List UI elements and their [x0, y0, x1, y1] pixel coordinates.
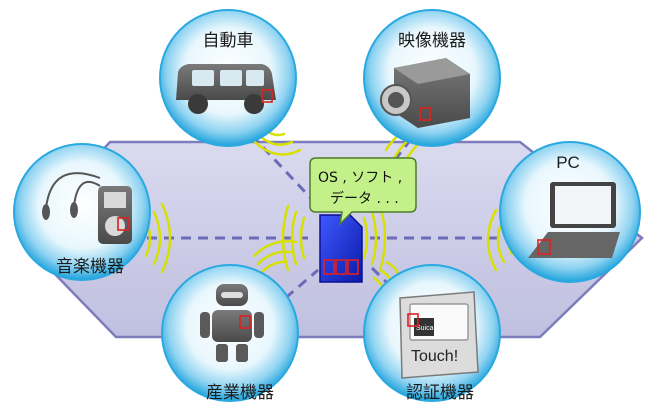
- robot-icon: [200, 284, 264, 362]
- label-car: 自動車: [203, 31, 254, 51]
- label-camera: 映像機器: [398, 31, 466, 51]
- bubble-line-1: OS , ソフト ,: [318, 170, 402, 186]
- node-camera: 映像機器: [363, 9, 501, 147]
- label-auth: 認証機器: [406, 383, 474, 403]
- data-speech-bubble: OS , ソフト , データ . . .: [309, 157, 417, 227]
- bubble-line-2: データ . . .: [330, 190, 399, 207]
- music-player-icon: [42, 172, 132, 244]
- node-auth: 認証機器 Suica Touch!: [363, 264, 501, 403]
- line-robot: [259, 268, 319, 322]
- video-camera-icon: [380, 58, 470, 128]
- node-car: 自動車: [159, 9, 297, 147]
- label-robot: 産業機器: [206, 383, 274, 403]
- card-reader-icon: Suica Touch!: [399, 291, 479, 379]
- suica-label: Suica: [416, 325, 434, 332]
- label-audio: 音楽機器: [56, 257, 124, 277]
- node-audio: 音楽機器: [13, 143, 151, 281]
- node-robot: 産業機器: [161, 264, 299, 403]
- sd-card-icon: [319, 214, 363, 283]
- car-icon: [176, 64, 276, 114]
- node-pc: PC: [499, 141, 641, 283]
- touch-label: Touch!: [411, 348, 458, 365]
- label-pc: PC: [556, 153, 580, 172]
- laptop-icon: [528, 182, 620, 258]
